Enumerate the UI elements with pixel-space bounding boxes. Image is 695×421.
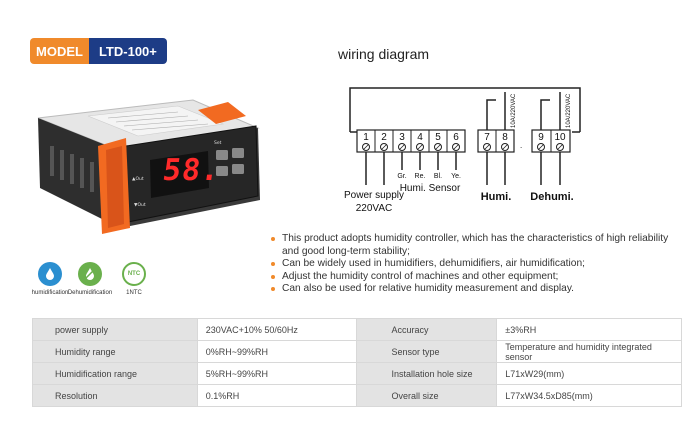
rst-button[interactable] xyxy=(232,164,244,174)
power-supply-label: Power supply xyxy=(344,190,404,201)
terminal-4: 4 xyxy=(417,132,423,143)
down-button[interactable] xyxy=(216,166,228,176)
spec-key: Sensor type xyxy=(356,340,498,363)
svg-text:.: . xyxy=(520,141,522,150)
spec-value: Temperature and humidity integrated sens… xyxy=(496,340,682,363)
feature-list: This product adopts humidity controller,… xyxy=(270,233,680,296)
display-readout: 58. xyxy=(160,153,223,188)
wire-color-gr: Gr. xyxy=(397,173,406,180)
spec-value: 0.1%RH xyxy=(196,384,358,407)
func-dehumidification: Dehumidification xyxy=(60,262,120,296)
terminal-6: 6 xyxy=(453,132,459,143)
func-label: humidification xyxy=(31,290,69,296)
terminal-5: 5 xyxy=(435,132,441,143)
spec-key: Installation hole size xyxy=(356,362,498,385)
humi-label: Humi. xyxy=(481,191,512,203)
spec-value: L77xW34.5xD85(mm) xyxy=(496,384,682,407)
spec-table: power supply 230VAC+10% 50/60Hz Accuracy… xyxy=(32,318,682,407)
spec-value: 0%RH~99%RH xyxy=(196,340,358,363)
wire-color-bl: Bl. xyxy=(434,173,442,180)
func-label: Dehumidification xyxy=(67,290,113,296)
spec-key: Humidification range xyxy=(32,362,198,385)
table-row: Resolution 0.1%RH Overall size L77xW34.5… xyxy=(32,384,682,407)
spec-value: ±3%RH xyxy=(496,318,682,341)
feature-item: This product adopts humidity controller,… xyxy=(270,233,680,258)
terminal-2: 2 xyxy=(381,132,387,143)
water-drop-icon xyxy=(38,262,62,286)
table-row: Humidity range 0%RH~99%RH Sensor type Te… xyxy=(32,340,682,363)
out-top-label: ▲Out xyxy=(132,176,144,182)
model-label: MODEL xyxy=(30,38,89,64)
table-row: Humidification range 5%RH~99%RH Installa… xyxy=(32,362,682,385)
ntc-icon: NTC xyxy=(122,262,146,286)
spec-value: 230VAC+10% 50/60Hz xyxy=(196,318,358,341)
feature-item: Can also be used for relative humidity m… xyxy=(270,283,680,296)
relay-rating-dehumi: 10A/220VAC xyxy=(566,93,572,128)
terminal-10: 10 xyxy=(554,132,566,143)
spec-key: Overall size xyxy=(356,384,498,407)
spec-key: Humidity range xyxy=(32,340,198,363)
wire-color-re: Re. xyxy=(415,173,426,180)
ntc-icon-text: NTC xyxy=(127,271,141,277)
spec-key: Accuracy xyxy=(356,318,498,341)
wire-color-ye: Ye. xyxy=(451,173,461,180)
spec-value: 5%RH~99%RH xyxy=(196,362,358,385)
table-row: power supply 230VAC+10% 50/60Hz Accuracy… xyxy=(32,318,682,341)
spec-value: L71xW29(mm) xyxy=(496,362,682,385)
dehumi-label: Dehumi. xyxy=(530,191,573,203)
func-label: 1NTC xyxy=(126,290,142,296)
sensor-label: Humi. Sensor xyxy=(400,183,461,194)
dehumidify-icon xyxy=(78,262,102,286)
spec-key: Resolution xyxy=(32,384,198,407)
set-button[interactable] xyxy=(232,148,244,158)
terminal-8: 8 xyxy=(502,132,508,143)
func-ntc: NTC 1NTC xyxy=(104,262,164,296)
up-button[interactable] xyxy=(216,150,228,160)
terminal-1: 1 xyxy=(363,132,369,143)
wiring-diagram: 1 2 3 4 5 6 7 8 9 10 10A/220VAC 10A/220V… xyxy=(344,87,581,214)
feature-item: Adjust the humidity control of machines … xyxy=(270,271,680,284)
model-badge: MODEL LTD-100+ xyxy=(30,38,167,64)
terminal-7: 7 xyxy=(484,132,490,143)
terminal-3: 3 xyxy=(399,132,405,143)
wiring-title: wiring diagram xyxy=(338,46,430,62)
out-bottom-label: ▼Out xyxy=(134,202,146,208)
power-voltage-label: 220VAC xyxy=(356,203,393,214)
relay-rating-humi: 10A/220VAC xyxy=(511,93,517,128)
func-humidification: humidification xyxy=(20,262,80,296)
model-name: LTD-100+ xyxy=(88,38,167,64)
spec-key: power supply xyxy=(32,318,198,341)
terminal-9: 9 xyxy=(538,132,544,143)
set-label: Set xyxy=(214,140,222,146)
feature-item: Can be widely used in humidifiers, dehum… xyxy=(270,258,680,271)
product-image: ▲Out ▼Out Set xyxy=(37,99,260,234)
